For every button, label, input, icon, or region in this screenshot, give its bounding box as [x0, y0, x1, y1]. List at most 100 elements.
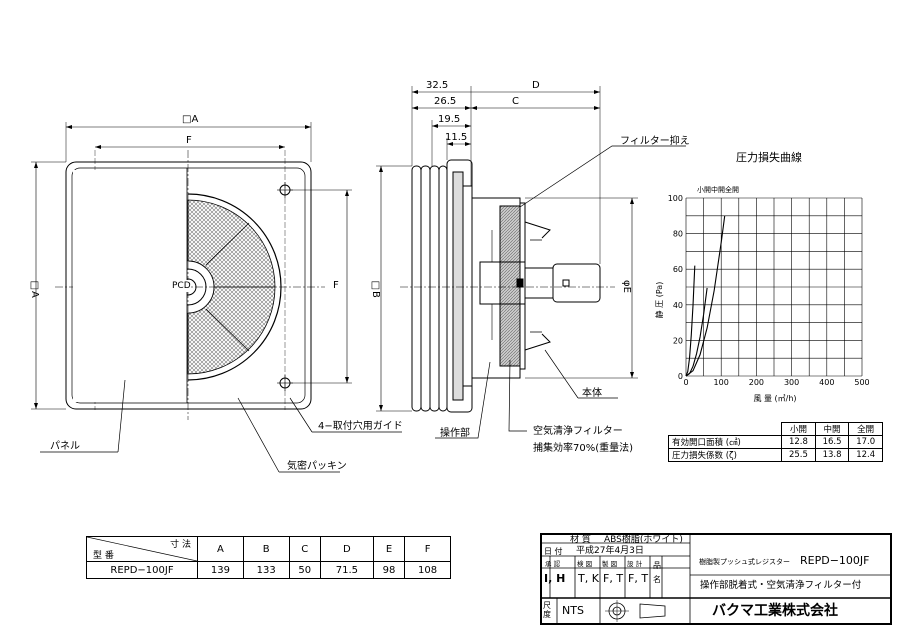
chart-series-line: [685, 265, 696, 377]
chart-curve-label: 小開中開全開: [697, 185, 739, 194]
dim-value: 133: [242, 561, 290, 579]
dim-overall-a-top: □A: [182, 114, 199, 125]
callout-panel: パネル: [50, 441, 80, 452]
panel-outline: [65, 161, 312, 410]
performance-table: 小開 中開 全開 有効開口面積 (㎠) 12.8 16.5 17.0 圧力損失係…: [667, 422, 883, 462]
perf-cell: 25.5: [781, 448, 816, 462]
table-row: 有効開口面積 (㎠) 12.8 16.5 17.0: [667, 435, 883, 449]
role-design: 設 計: [627, 560, 643, 568]
chart-y-tick-label: 100: [668, 194, 683, 203]
callout-operating-part: 操作部: [440, 428, 470, 439]
dim-value: 50: [288, 561, 321, 579]
role-check: 検 図: [577, 560, 593, 568]
dim-pcd: PCD: [172, 280, 191, 292]
chart-x-label: 風 量 (㎥/h): [753, 394, 796, 403]
dim-value: 108: [404, 561, 451, 579]
callout-airtight-packing: 気密パッキン: [287, 461, 347, 472]
leader-lines: [40, 145, 686, 473]
title-block-lines: [540, 533, 892, 625]
chart-y-tick-label: 80: [673, 230, 683, 239]
panel-inner: [71, 167, 306, 404]
chart-x-tick-label: 100: [714, 378, 729, 387]
product-feature: 操作部脱着式・空気清浄フィルター付: [700, 580, 862, 591]
dim-26-5: 26.5: [434, 96, 457, 107]
dim-value: 98: [372, 561, 406, 579]
callout-air-filter: 空気清浄フィルター: [533, 426, 623, 437]
chart-y-label: 静 圧 (Pa): [654, 282, 664, 319]
chart-series-line: [685, 215, 726, 377]
company-name: バクマ工業株式会社: [712, 603, 838, 619]
dim-hole-pitch-side: F: [333, 280, 339, 291]
callout-mounting-guide: 4−取付穴用ガイド: [318, 421, 403, 432]
perf-cell: 13.8: [814, 448, 850, 462]
side-view: [376, 86, 638, 413]
role-draw: 製 図: [602, 560, 618, 568]
date-value: 平成27年4月3日: [576, 546, 644, 556]
dim-hole-pitch-top: F: [186, 135, 192, 146]
dim-table-corner-top: 寸 法: [170, 540, 191, 550]
chart-y-tick-label: 60: [673, 265, 683, 274]
dim-11-5: 11.5: [445, 132, 468, 143]
dim-19-5: 19.5: [438, 114, 461, 125]
product-desc: 樹脂製プッシュ式レジスター: [699, 558, 790, 566]
dim-table-corner: 寸 法 型 番: [86, 536, 198, 562]
product-model: REPD−100JF: [800, 554, 870, 567]
dim-col-header: F: [404, 536, 451, 562]
chart-y-ticks: 0 20 40 60 80 100: [668, 194, 683, 381]
perf-row-label: 圧力損失係数 (ζ): [667, 448, 783, 462]
dim-model: REPD−100JF: [86, 561, 198, 579]
table-row: 圧力損失係数 (ζ) 25.5 13.8 12.4: [667, 448, 883, 462]
dim-32-5: 32.5: [426, 80, 449, 91]
material-label: 材 質: [570, 535, 591, 545]
table-row: REPD−100JF 139 133 50 71.5 98 108: [86, 561, 451, 579]
chart-y-tick-label: 20: [673, 336, 683, 345]
chart-grid: [685, 197, 863, 377]
title-block: 材 質 ABS樹脂(ホワイト) 日 付 平成27年4月3日 承 認 検 図 製 …: [540, 533, 892, 625]
scale-label: 尺 度: [543, 601, 551, 619]
perf-cell: 17.0: [848, 435, 883, 449]
role-approve: 承 認: [545, 560, 561, 568]
perf-header: 全開: [848, 422, 883, 436]
chart-lines: [685, 215, 726, 377]
stamp-design: F, T: [628, 572, 649, 585]
chart-x-tick-label: 400: [819, 378, 834, 387]
dim-col-header: E: [372, 536, 406, 562]
dim-table-corner-bottom: 型 番: [93, 551, 114, 561]
callout-body: 本体: [582, 388, 602, 399]
chart-y-tick-label: 0: [678, 372, 683, 381]
perf-header: 中開: [814, 422, 850, 436]
date-label: 日 付: [544, 547, 563, 556]
chart-y-tick-label: 40: [673, 301, 683, 310]
stamp-draw: F, T: [603, 572, 624, 585]
perf-header: 小開: [781, 422, 816, 436]
dimension-table: 寸 法 型 番 A B C D E F REPD−100JF 139 133 5…: [86, 536, 451, 579]
dim-col-header: D: [319, 536, 374, 562]
perf-cell: 12.8: [781, 435, 816, 449]
material-value: ABS樹脂(ホワイト): [604, 535, 683, 545]
perf-cell: 12.4: [848, 448, 883, 462]
chart-x-tick-label: 300: [784, 378, 799, 387]
chart-x-tick-label: 500: [854, 378, 869, 387]
dim-b: □B: [370, 280, 381, 298]
dim-col-header: C: [288, 536, 321, 562]
stamp-check: T, K: [578, 572, 599, 585]
dim-value: 139: [197, 561, 244, 579]
dim-value: 71.5: [319, 561, 374, 579]
chart-x-tick-label: 0: [683, 378, 688, 387]
name-label: 品 名: [653, 561, 661, 584]
callout-collection-efficiency: 捕集効率70%(重量法): [533, 443, 634, 454]
callout-filter-holder: フィルター抑え: [620, 136, 690, 147]
dim-col-header: A: [197, 536, 244, 562]
perf-row-label: 有効開口面積 (㎠): [667, 435, 783, 449]
dim-d: D: [532, 80, 540, 91]
perf-cell: 16.5: [814, 435, 850, 449]
stamp-approve: I, H: [544, 572, 566, 585]
dim-col-header: B: [242, 536, 290, 562]
chart-title: 圧力損失曲線: [736, 151, 802, 164]
dim-overall-a-side: □A: [29, 280, 40, 298]
scale-value: NTS: [562, 604, 584, 617]
dim-e: φE: [621, 280, 632, 293]
dim-c: C: [512, 96, 519, 107]
